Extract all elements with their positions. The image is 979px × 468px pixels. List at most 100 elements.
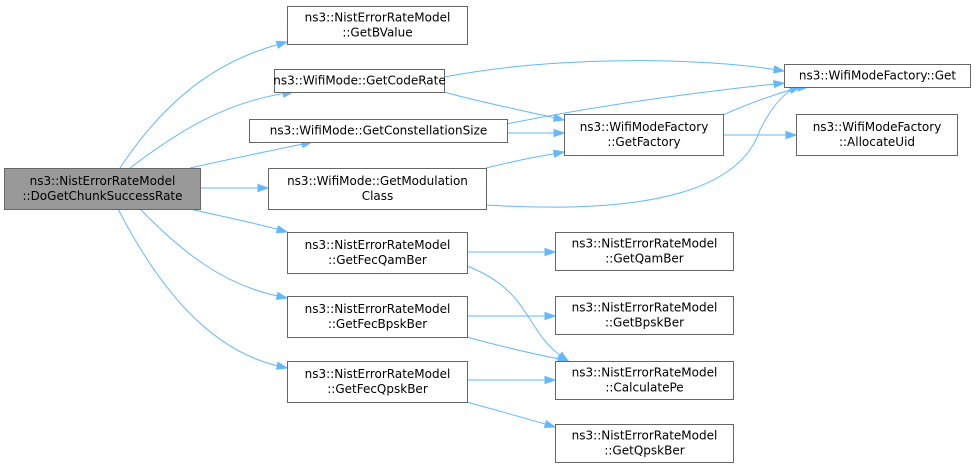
arrowhead-icon xyxy=(552,149,566,158)
node-label-line: Class xyxy=(362,189,394,203)
node-label-line: ::GetFactory xyxy=(607,135,680,149)
node-label-line: ns3::NistErrorRateModel xyxy=(572,366,718,380)
node-label-line: ::GetBpskBer xyxy=(605,316,684,330)
node-get-bpsk-ber[interactable]: ns3::NistErrorRateModel::GetBpskBer xyxy=(555,296,734,335)
arrowhead-icon xyxy=(544,311,557,321)
edge-line xyxy=(506,83,776,125)
edge-line xyxy=(443,60,776,78)
edge-line xyxy=(443,91,556,119)
edge-root-to-getConstellationSize xyxy=(189,140,314,169)
node-box xyxy=(4,168,201,210)
node-label-line: ::GetFecBpskBer xyxy=(328,317,427,331)
edge-getConstellationSize-to-getFactory xyxy=(507,128,566,138)
node-box xyxy=(555,361,734,400)
node-calculate-pe[interactable]: ns3::NistErrorRateModel::CalculatePe xyxy=(555,361,734,400)
edge-getFecQamBer-to-calculatePe xyxy=(466,265,570,362)
edge-getModulationClass-to-getFactory xyxy=(485,149,566,169)
node-root[interactable]: ns3::NistErrorRateModel::DoGetChunkSucce… xyxy=(4,168,201,210)
arrowhead-icon xyxy=(553,128,566,138)
edge-line xyxy=(466,265,561,357)
node-label-line: ns3::NistErrorRateModel xyxy=(305,238,451,252)
node-get-fec-qpsk-ber[interactable]: ns3::NistErrorRateModel::GetFecQpskBer xyxy=(287,361,468,403)
node-box xyxy=(249,119,508,143)
edge-root-to-getFecQamBer xyxy=(189,208,289,234)
node-label-line: ns3::WifiMode::GetModulation xyxy=(287,174,468,188)
node-label-line: ns3::WifiMode::GetConstellationSize xyxy=(270,124,488,138)
edge-getCodeRate-to-factoryGet xyxy=(443,60,786,78)
arrowhead-icon xyxy=(785,130,798,140)
node-get-factory[interactable]: ns3::WifiModeFactory::GetFactory xyxy=(564,114,724,156)
node-label-line: ns3::WifiModeFactory xyxy=(813,120,942,134)
node-get-qpsk-ber[interactable]: ns3::NistErrorRateModel::GetQpskBer xyxy=(555,424,734,463)
arrowhead-icon xyxy=(552,113,566,122)
node-allocate-uid[interactable]: ns3::WifiModeFactory::AllocateUid xyxy=(796,114,958,156)
node-label-line: ns3::NistErrorRateModel xyxy=(30,174,176,188)
node-box xyxy=(287,361,468,403)
node-factory-get[interactable]: ns3::WifiModeFactory::Get xyxy=(784,64,971,88)
edge-line xyxy=(117,208,279,367)
node-label-line: ::GetQamBer xyxy=(605,252,684,266)
node-box xyxy=(274,69,445,93)
edge-root-to-getFecBpskBer xyxy=(139,208,289,300)
node-get-b-value[interactable]: ns3::NistErrorRateModel::GetBValue xyxy=(287,6,468,45)
arrowhead-icon xyxy=(544,247,557,257)
edge-getFecQpskBer-to-getQpskBer xyxy=(466,401,557,429)
edge-getFecQpskBer-to-calculatePe xyxy=(466,375,557,385)
node-label-line: ::GetBValue xyxy=(342,26,412,40)
node-box xyxy=(287,232,468,274)
arrowhead-icon xyxy=(773,79,786,89)
node-label-line: ns3::NistErrorRateModel xyxy=(572,301,718,315)
node-label-line: ::DoGetChunkSuccessRate xyxy=(22,189,182,203)
node-label-line: ::GetQpskBer xyxy=(604,444,684,458)
edge-line xyxy=(189,208,279,231)
edge-line xyxy=(485,87,800,208)
node-get-qam-ber[interactable]: ns3::NistErrorRateModel::GetQamBer xyxy=(555,232,734,271)
node-box xyxy=(555,424,734,463)
arrowhead-icon xyxy=(543,419,557,429)
node-label-line: ::CalculatePe xyxy=(605,381,683,395)
node-get-fec-qam-ber[interactable]: ns3::NistErrorRateModel::GetFecQamBer xyxy=(287,232,468,274)
arrowhead-icon xyxy=(275,40,289,49)
edge-root-to-getBValue xyxy=(119,40,289,169)
node-box xyxy=(555,232,734,271)
node-get-fec-bpsk-ber[interactable]: ns3::NistErrorRateModel::GetFecBpskBer xyxy=(287,296,468,338)
arrowhead-icon xyxy=(275,291,289,300)
node-box xyxy=(564,114,724,156)
edge-root-to-getModulationClass xyxy=(200,183,270,193)
edge-line xyxy=(139,208,279,297)
node-get-code-rate[interactable]: ns3::WifiMode::GetCodeRate xyxy=(273,69,446,93)
node-label-line: ns3::NistErrorRateModel xyxy=(305,11,451,25)
edge-getConstellationSize-to-factoryGet xyxy=(506,79,786,125)
node-box xyxy=(287,6,468,45)
edge-getFecBpskBer-to-getBpskBer xyxy=(466,311,557,321)
arrowhead-icon xyxy=(772,65,786,74)
node-label-line: ns3::NistErrorRateModel xyxy=(305,302,451,316)
edge-root-to-getFecQpskBer xyxy=(117,208,289,370)
edge-line xyxy=(129,92,285,169)
node-box xyxy=(796,114,958,156)
edge-getFecQamBer-to-getQamBer xyxy=(467,247,557,257)
edge-line xyxy=(485,153,556,169)
edge-line xyxy=(189,143,304,169)
node-box xyxy=(555,296,734,335)
node-layer: ns3::NistErrorRateModel::DoGetChunkSucce… xyxy=(4,6,971,463)
arrowhead-icon xyxy=(275,361,289,370)
edge-line xyxy=(466,336,560,360)
node-get-constellation-size[interactable]: ns3::WifiMode::GetConstellationSize xyxy=(249,119,508,143)
edge-line xyxy=(119,43,279,169)
node-label-line: ::GetFecQamBer xyxy=(328,253,427,267)
arrowhead-icon xyxy=(275,225,289,234)
edge-getFactory-to-factoryGet xyxy=(722,85,802,116)
node-label-line: ns3::WifiMode::GetCodeRate xyxy=(273,74,445,88)
node-label-line: ns3::NistErrorRateModel xyxy=(305,367,451,381)
node-label-line: ns3::NistErrorRateModel xyxy=(572,237,718,251)
edge-getCodeRate-to-getFactory xyxy=(443,91,566,122)
node-label-line: ::GetFecQpskBer xyxy=(327,382,428,396)
edge-line xyxy=(722,89,792,116)
node-box xyxy=(268,168,487,210)
node-label-line: ::AllocateUid xyxy=(839,135,915,149)
node-label-line: ns3::WifiModeFactory::Get xyxy=(799,69,956,83)
arrowhead-icon xyxy=(544,375,557,385)
